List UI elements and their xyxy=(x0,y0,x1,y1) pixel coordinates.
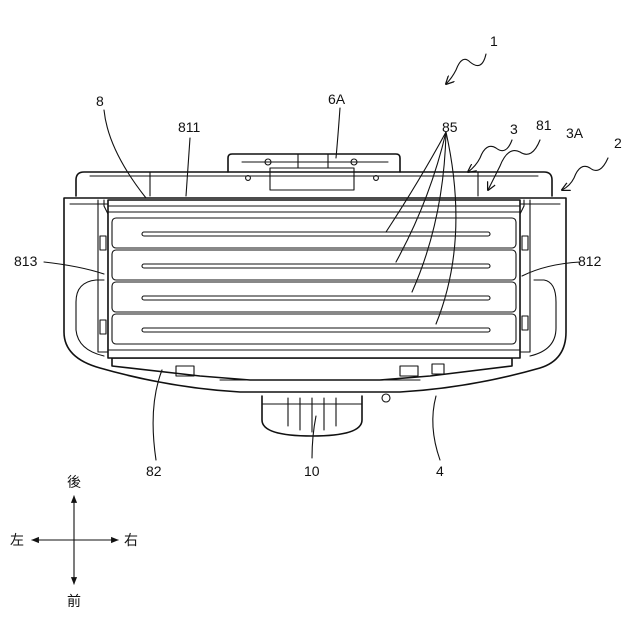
label-6A: 6A xyxy=(328,91,346,107)
label-811: 811 xyxy=(178,119,201,135)
compass-label-back: 後 xyxy=(67,475,81,491)
label-813: 813 xyxy=(14,253,38,269)
compass-label-left: 左 xyxy=(10,533,24,549)
label-10: 10 xyxy=(304,463,320,479)
callout-arrows xyxy=(446,54,608,190)
bottom-hub-10 xyxy=(262,394,390,436)
filter-cartridge xyxy=(108,200,520,358)
label-81: 81 xyxy=(536,117,552,133)
lower-tray-82 xyxy=(112,358,512,380)
label-3: 3 xyxy=(510,121,518,137)
label-8: 8 xyxy=(96,93,104,109)
label-812: 812 xyxy=(578,253,602,269)
compass-label-right: 右 xyxy=(124,533,138,549)
compass-label-front: 前 xyxy=(67,593,81,610)
label-3A: 3A xyxy=(566,125,584,141)
label-82: 82 xyxy=(146,463,162,479)
label-4: 4 xyxy=(436,463,444,479)
upper-housing xyxy=(76,172,552,196)
label-2: 2 xyxy=(614,135,622,151)
orientation-compass: 後 前 左 右 xyxy=(10,475,138,610)
label-85: 85 xyxy=(442,119,458,135)
label-1: 1 xyxy=(490,33,498,49)
